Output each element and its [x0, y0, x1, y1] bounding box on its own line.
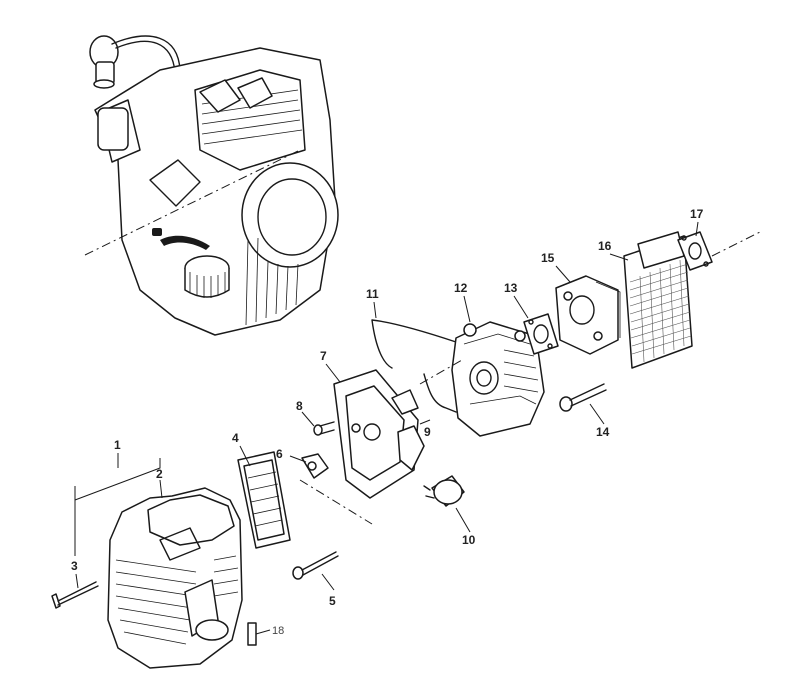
base-screw — [292, 551, 339, 580]
callout-15: 15 — [541, 251, 555, 265]
callout-16: 16 — [598, 239, 612, 253]
label-tag — [247, 622, 257, 646]
intake-center-line — [711, 231, 761, 257]
cover-screw — [51, 581, 99, 609]
intake-gasket — [677, 231, 713, 271]
callout-12: 12 — [454, 281, 468, 295]
callout-8: 8 — [296, 399, 303, 413]
heat-shield — [623, 231, 693, 369]
callout-7: 7 — [320, 349, 327, 363]
callout-3: 3 — [71, 559, 78, 573]
callout-17: 17 — [690, 207, 704, 221]
leader-lines — [74, 221, 699, 635]
carburetor-gasket — [523, 313, 559, 355]
callout-2: 2 — [156, 467, 163, 481]
callout-14: 14 — [596, 425, 610, 439]
insulator — [555, 275, 621, 355]
callout-11: 11 — [366, 287, 379, 301]
clip — [301, 453, 329, 479]
air-cleaner-base — [333, 369, 425, 499]
callout-9: 9 — [424, 425, 431, 439]
fuel-hose-short — [423, 373, 457, 413]
primer-pump — [423, 475, 465, 507]
carburetor — [451, 321, 545, 437]
air-filter — [237, 451, 291, 549]
carb-center-line — [419, 359, 463, 385]
callout-18: 18 — [272, 625, 284, 637]
callout-1: 1 — [114, 438, 121, 452]
callout-6: 6 — [276, 447, 283, 461]
callout-13: 13 — [504, 281, 518, 295]
callout-labels: 1 2 3 4 5 6 7 8 9 10 11 12 13 14 15 16 1… — [71, 207, 704, 637]
callout-5: 5 — [329, 594, 336, 608]
engine-assembly — [89, 35, 339, 336]
fuel-hose-long — [371, 319, 457, 369]
air-cleaner-cover — [107, 487, 243, 669]
callout-4: 4 — [232, 431, 239, 445]
pin — [313, 421, 335, 436]
filter-center-line — [299, 479, 373, 525]
callout-10: 10 — [462, 533, 476, 547]
engine-center-line — [84, 149, 301, 256]
insulator-screw — [559, 383, 607, 412]
